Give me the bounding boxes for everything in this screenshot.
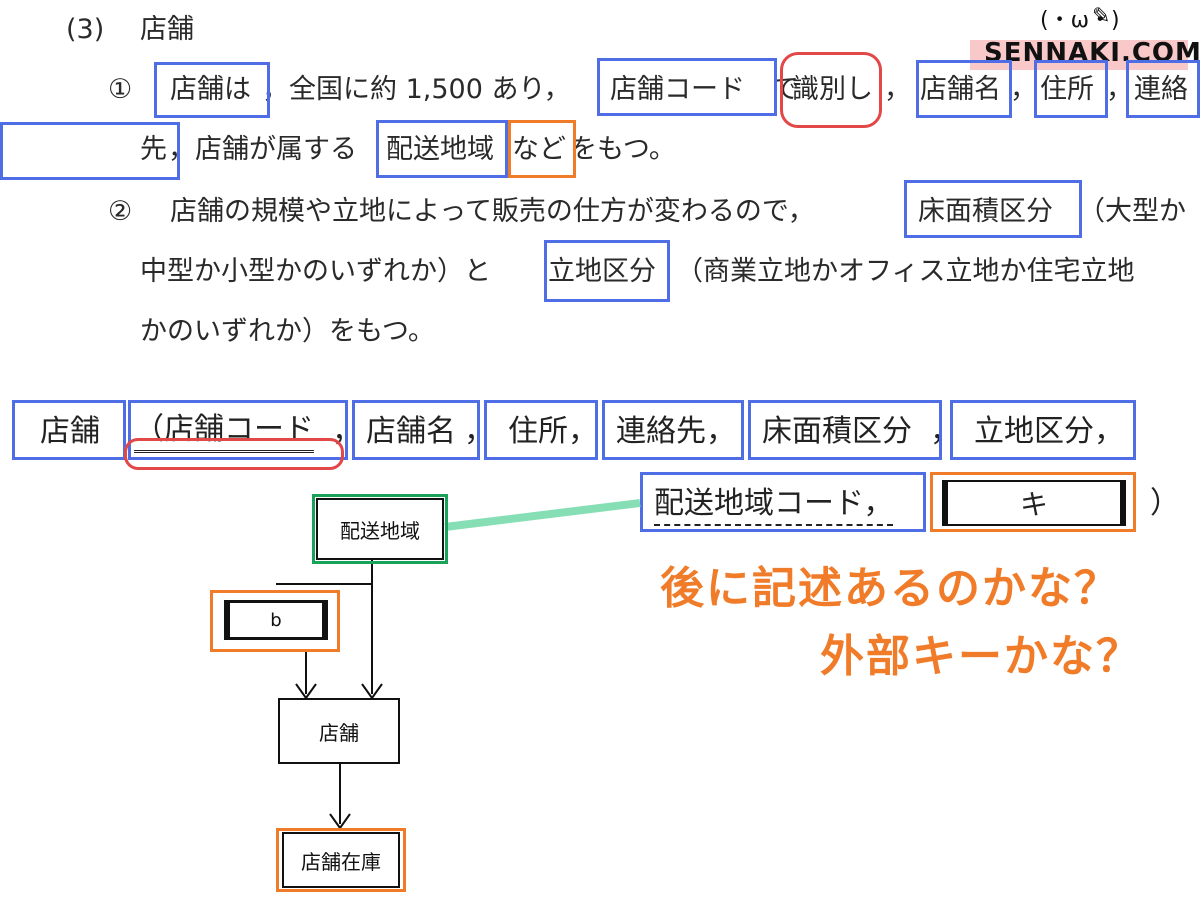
circle-primary-key	[124, 438, 344, 470]
para2-text-a: 店舗の規模や立地によって販売の仕方が変わるので，	[170, 196, 815, 227]
schema-address: 住所，	[508, 414, 598, 449]
para2-text-b: （大型か	[1078, 196, 1186, 227]
annotation-1: 後に記述あるのかな？	[660, 563, 1120, 614]
schema-region-code: 配送地域コード，	[654, 484, 894, 526]
section-title: 店舗	[140, 14, 194, 45]
schema-comma-3: ，	[930, 414, 960, 449]
logo-text: SENNAKI.COM	[984, 38, 1200, 68]
para1-mark: ①	[108, 74, 133, 105]
section-number: (3)	[66, 14, 105, 45]
node-region: 配送地域	[316, 498, 444, 560]
box-schema-location	[950, 400, 1136, 460]
logo-face: (・ω・)	[1040, 8, 1120, 33]
para1-comma-1: ，	[884, 74, 911, 105]
box-schema-floor	[748, 400, 942, 460]
box-store-word	[154, 62, 270, 118]
box-location	[544, 240, 670, 302]
para2-mark: ②	[108, 196, 133, 227]
para2-location: 立地区分	[548, 256, 656, 287]
box-region	[376, 120, 508, 178]
box-etc	[508, 120, 576, 178]
schema-contact: 連絡先，	[616, 414, 736, 449]
para1-comma-2: ，	[1010, 74, 1037, 105]
box-contact-b	[0, 122, 180, 180]
para1-store-code: 店舗コード	[610, 74, 745, 105]
green-connector	[444, 499, 641, 531]
schema-store-name: 店舗名	[366, 414, 456, 449]
box-store-code	[597, 58, 777, 116]
box-node-region	[312, 494, 448, 564]
schema-store-code: （店舗コード	[134, 410, 314, 453]
blank-ki-field: キ	[942, 480, 1126, 526]
para2-text-c: 中型か小型かのいずれか）と	[140, 256, 491, 287]
box-schema-entity	[12, 400, 126, 460]
box-schema-region-code	[640, 472, 926, 532]
box-address	[1034, 60, 1108, 118]
para1-text-b: ，店舗が属する	[168, 134, 357, 165]
para1-text-c: をもつ。	[570, 134, 676, 165]
schema-location: 立地区分，	[974, 414, 1124, 449]
para2-text-d: （商業立地かオフィス立地か住宅立地	[676, 256, 1135, 287]
schema-floor: 床面積区分	[762, 414, 912, 449]
node-stock: 店舗在庫	[282, 832, 400, 888]
para1-text-a: ，全国に約 1,500 あり，	[262, 74, 571, 105]
box-schema-store-code	[128, 400, 348, 460]
para1-store-word: 店舗は	[170, 74, 251, 105]
blank-b-field: b	[224, 600, 328, 640]
para1-address: 住所	[1040, 74, 1094, 105]
para2-text-e: かのいずれか）をもつ。	[140, 316, 435, 347]
box-node-stock	[276, 828, 406, 892]
logo-highlight	[970, 40, 1188, 70]
box-blank-b	[210, 590, 340, 652]
annotation-2: 外部キーかな？	[820, 631, 1142, 682]
schema-entity: 店舗	[40, 414, 100, 449]
box-floor	[904, 180, 1082, 238]
schema-close-paren: ）	[1150, 486, 1180, 521]
para2-floor: 床面積区分	[918, 196, 1053, 227]
box-schema-contact	[602, 400, 744, 460]
box-contact-a	[1126, 60, 1200, 118]
para1-contact-a: 連絡	[1134, 74, 1188, 105]
para1-identify: 識別し	[792, 74, 873, 105]
para1-etc: など	[512, 134, 566, 165]
box-store-name	[916, 60, 1012, 118]
box-schema-address	[484, 400, 598, 460]
para1-contact-b: 先	[140, 134, 167, 165]
box-blank-ki	[930, 472, 1136, 532]
para1-region: 配送地域	[386, 134, 494, 165]
box-schema-store-name	[352, 400, 480, 460]
node-store: 店舗	[278, 698, 400, 764]
paintbrush-icon: ✎	[1092, 4, 1111, 29]
para1-store-name: 店舗名	[920, 74, 1001, 105]
circle-identify	[780, 52, 882, 128]
